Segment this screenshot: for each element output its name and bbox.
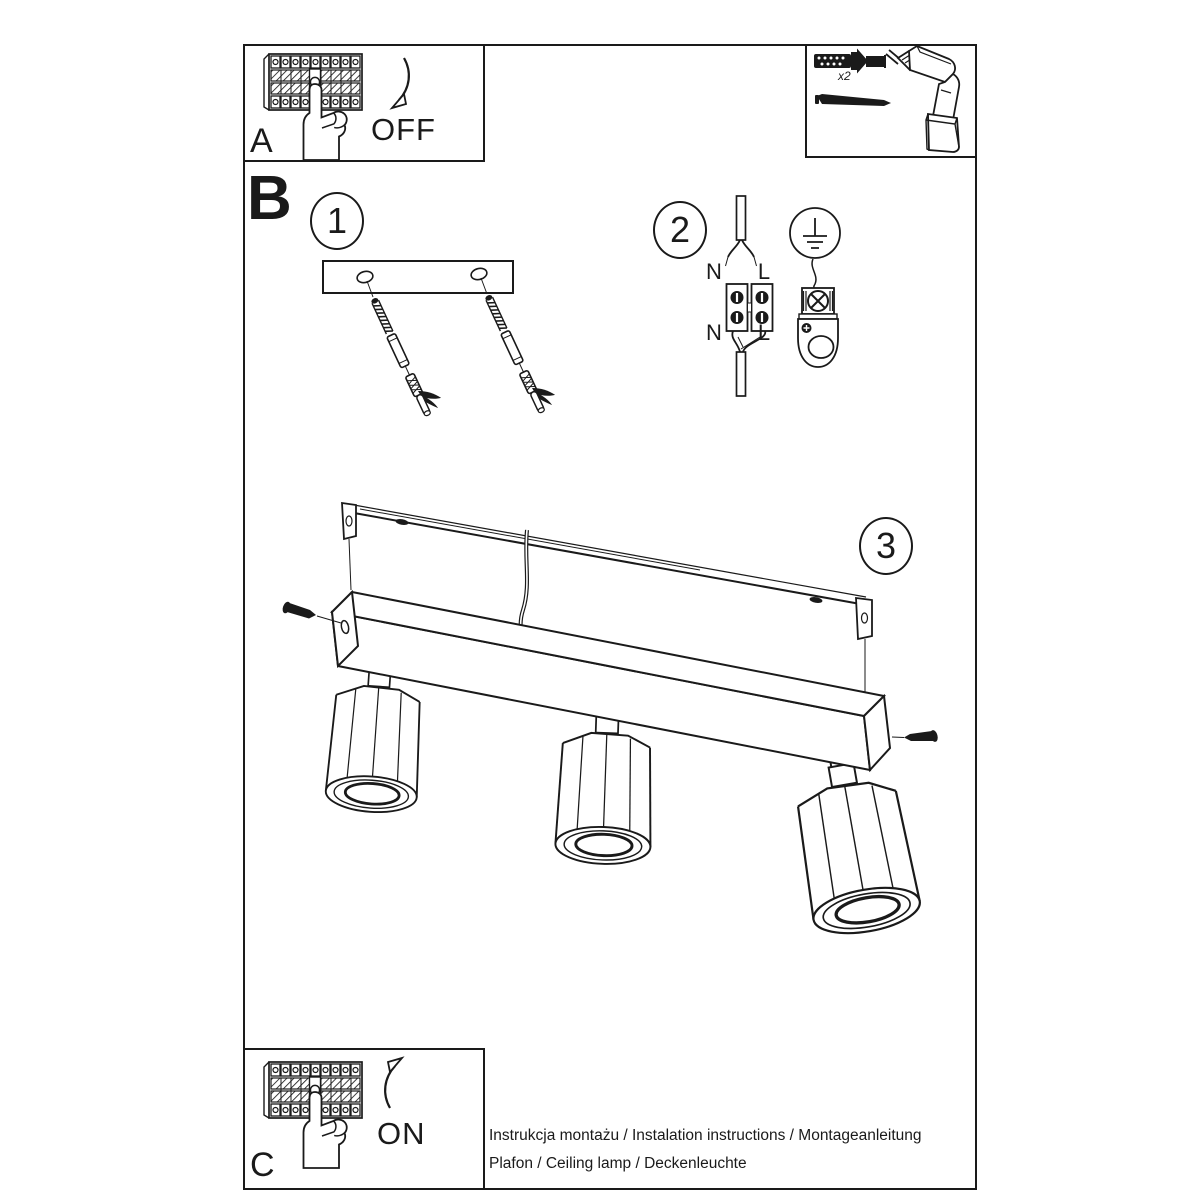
wire-label-l-top: L <box>757 259 771 284</box>
cable-merge-bottom <box>731 330 766 397</box>
section-b-label: B <box>247 164 292 233</box>
terminal-block <box>725 283 774 332</box>
base-screw-left <box>282 601 342 624</box>
step-a-box <box>243 44 485 162</box>
step-c-label: C <box>250 1146 275 1184</box>
step-c-box <box>243 1048 485 1190</box>
step-a-label: A <box>250 122 273 160</box>
anchor-assembly-right <box>480 277 561 415</box>
power-on-label: ON <box>377 1116 426 1151</box>
wire-label-l-bottom: L <box>757 320 771 345</box>
ground-clamp <box>797 258 839 368</box>
step-1-badge: 1 <box>310 192 364 250</box>
cable-split-top <box>725 195 757 267</box>
drill-icon <box>885 44 961 153</box>
lamp-base <box>329 589 892 773</box>
ground-symbol-icon <box>789 207 841 259</box>
footer-line-2: Plafon / Ceiling lamp / Deckenleuchte <box>489 1154 747 1172</box>
screw-icon <box>815 94 891 106</box>
power-off-label: OFF <box>371 112 436 147</box>
tools-box <box>805 44 977 158</box>
wall-plug-icon <box>814 48 886 74</box>
ceiling-rail <box>341 501 873 694</box>
footer-line-1: Instrukcja montażu / Instalation instruc… <box>489 1127 922 1144</box>
step-3-badge: 3 <box>859 517 913 575</box>
base-screw-right <box>891 730 938 742</box>
anchor-assembly-left <box>366 280 447 418</box>
mounting-plate <box>322 260 514 294</box>
step-2-badge: 2 <box>653 201 707 259</box>
plug-quantity-label: x2 <box>838 69 851 83</box>
wire-label-n-top: N <box>706 259 722 284</box>
wire-label-n-bottom: N <box>706 320 722 345</box>
sheet-border <box>243 44 977 1190</box>
arrow-down-icon <box>389 57 410 110</box>
arrow-up-icon <box>384 1056 405 1109</box>
footer-text: Instrukcja montażu / Instalation instruc… <box>489 1122 969 1178</box>
